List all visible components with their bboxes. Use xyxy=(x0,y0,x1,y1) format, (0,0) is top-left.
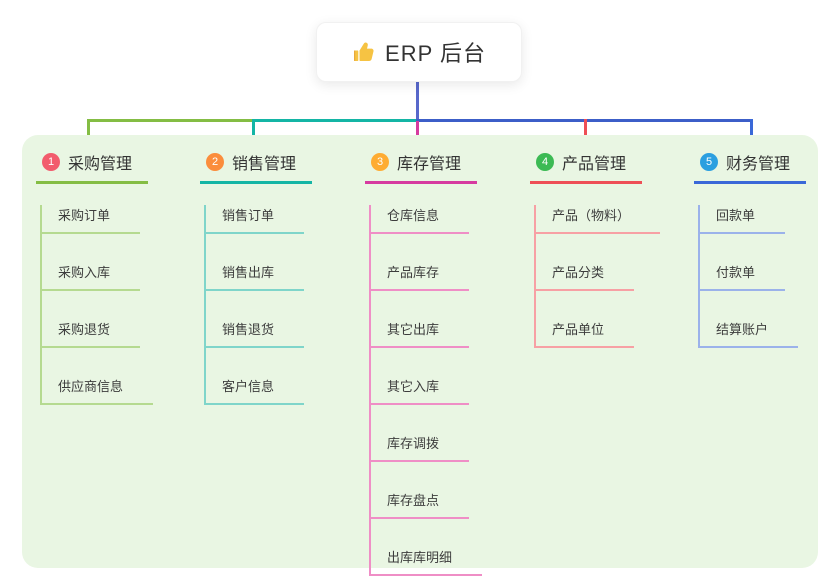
child-node[interactable]: 采购退货 xyxy=(42,319,141,348)
branch-number-badge: 5 xyxy=(700,153,718,171)
branch: 1 采购管理 采购订单采购入库采购退货供应商信息 xyxy=(36,150,198,405)
root-node[interactable]: ERP 后台 xyxy=(316,22,522,82)
bus-line-segment-teal xyxy=(252,119,417,122)
child-node[interactable]: 回款单 xyxy=(700,205,786,234)
thumbs-up-icon xyxy=(352,40,376,64)
child-node[interactable]: 产品单位 xyxy=(536,319,635,348)
branch-label: 库存管理 xyxy=(397,156,462,173)
branch-number-badge: 2 xyxy=(206,153,224,171)
branch-children: 回款单付款单结算账户 xyxy=(698,205,799,348)
child-node[interactable]: 仓库信息 xyxy=(371,205,470,234)
branch-children: 销售订单销售出库销售退货客户信息 xyxy=(204,205,305,405)
branch-number-badge: 4 xyxy=(536,153,554,171)
child-node[interactable]: 付款单 xyxy=(700,262,786,291)
branch: 4 产品管理 产品（物料） 产品分类产品单位 xyxy=(530,150,692,348)
branch-drop-line-4 xyxy=(584,119,587,148)
branch-drop-line-3 xyxy=(416,121,419,148)
branch-number-badge: 3 xyxy=(371,153,389,171)
child-node[interactable]: 销售订单 xyxy=(206,205,305,234)
child-node[interactable]: 销售退货 xyxy=(206,319,305,348)
child-node[interactable]: 结算账户 xyxy=(700,319,799,348)
branch: 5 财务管理 回款单付款单结算账户 xyxy=(694,150,839,348)
branch-label: 销售管理 xyxy=(232,156,297,173)
child-node[interactable]: 采购订单 xyxy=(42,205,141,234)
branches-panel xyxy=(22,135,818,568)
root-connector-line xyxy=(416,82,419,120)
branch-header-node[interactable]: 2 销售管理 xyxy=(200,150,312,184)
child-node[interactable]: 其它入库 xyxy=(371,376,470,405)
branch: 3 库存管理 仓库信息产品库存其它出库其它入库库存调拨库存盘点出库库明细 xyxy=(365,150,527,576)
branch-label: 财务管理 xyxy=(726,156,791,173)
child-node[interactable]: 销售出库 xyxy=(206,262,305,291)
child-node[interactable]: 产品分类 xyxy=(536,262,635,291)
branch-number-badge: 1 xyxy=(42,153,60,171)
child-node[interactable]: 采购入库 xyxy=(42,262,141,291)
child-node[interactable]: 库存盘点 xyxy=(371,490,470,519)
root-node-label: ERP 后台 xyxy=(385,41,486,66)
branch: 2 销售管理 销售订单销售出库销售退货客户信息 xyxy=(200,150,362,405)
branch-children: 仓库信息产品库存其它出库其它入库库存调拨库存盘点出库库明细 xyxy=(369,205,483,576)
child-node[interactable]: 库存调拨 xyxy=(371,433,470,462)
branch-children: 采购订单采购入库采购退货供应商信息 xyxy=(40,205,154,405)
branch-header-node[interactable]: 3 库存管理 xyxy=(365,150,477,184)
branch-children: 产品（物料） 产品分类产品单位 xyxy=(534,205,661,348)
branch-header-node[interactable]: 4 产品管理 xyxy=(530,150,642,184)
child-node[interactable]: 产品（物料） xyxy=(536,205,661,234)
child-node[interactable]: 客户信息 xyxy=(206,376,305,405)
child-node[interactable]: 出库库明细 xyxy=(371,547,483,576)
branch-header-node[interactable]: 1 采购管理 xyxy=(36,150,148,184)
bus-line-segment-green xyxy=(87,119,254,122)
child-node[interactable]: 供应商信息 xyxy=(42,376,154,405)
child-node[interactable]: 其它出库 xyxy=(371,319,470,348)
branch-drop-line-2 xyxy=(252,119,255,148)
child-node[interactable]: 产品库存 xyxy=(371,262,470,291)
branch-header-node[interactable]: 5 财务管理 xyxy=(694,150,806,184)
branch-label: 采购管理 xyxy=(68,156,133,173)
branch-label: 产品管理 xyxy=(562,156,627,173)
branch-drop-line-1 xyxy=(87,119,90,148)
